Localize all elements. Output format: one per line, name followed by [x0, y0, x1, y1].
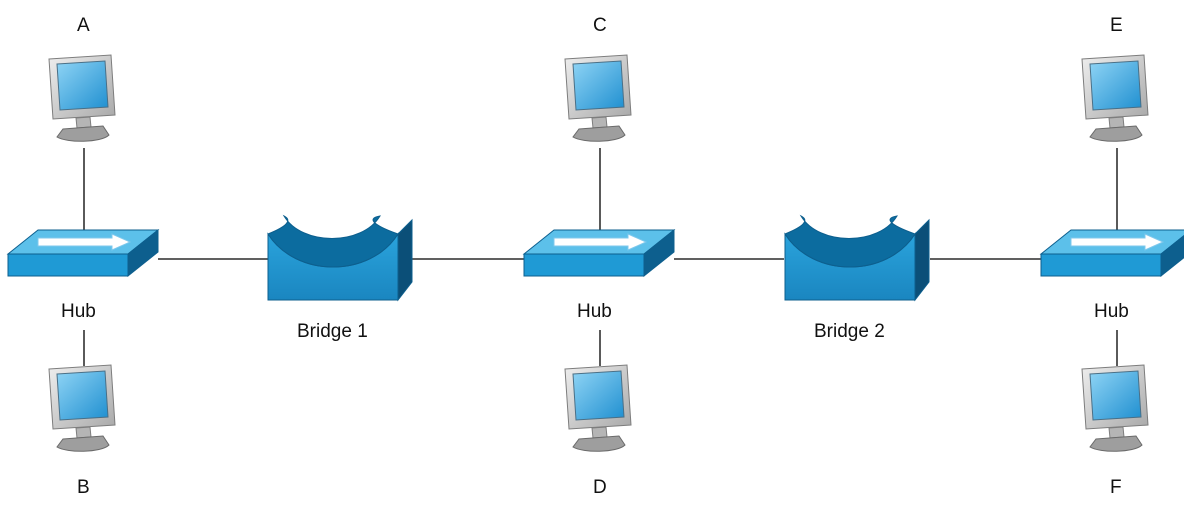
computer-c-icon[interactable] [564, 54, 632, 142]
hub-3-label: Hub [1094, 301, 1129, 322]
hub-2-icon[interactable] [523, 229, 675, 277]
computer-c-label: C [593, 15, 607, 36]
hub-1-label: Hub [61, 301, 96, 322]
bridge-2-icon[interactable] [784, 215, 930, 301]
computer-b-icon[interactable] [48, 364, 116, 452]
hub-3-icon[interactable] [1040, 229, 1184, 277]
connection-lines [83, 148, 1118, 366]
computer-d-icon[interactable] [564, 364, 632, 452]
computer-a-label: A [77, 15, 90, 36]
bridge-1-icon[interactable] [267, 215, 413, 301]
computer-d-label: D [593, 477, 607, 498]
computer-a-icon[interactable] [48, 54, 116, 142]
bridge-1-label: Bridge 1 [297, 321, 368, 342]
computer-f-label: F [1110, 477, 1122, 498]
computer-b-label: B [77, 477, 90, 498]
hub-1-icon[interactable] [7, 229, 159, 277]
computer-f-icon[interactable] [1081, 364, 1149, 452]
hub-2-label: Hub [577, 301, 612, 322]
computer-e-icon[interactable] [1081, 54, 1149, 142]
bridge-2-label: Bridge 2 [814, 321, 885, 342]
computer-e-label: E [1110, 15, 1123, 36]
